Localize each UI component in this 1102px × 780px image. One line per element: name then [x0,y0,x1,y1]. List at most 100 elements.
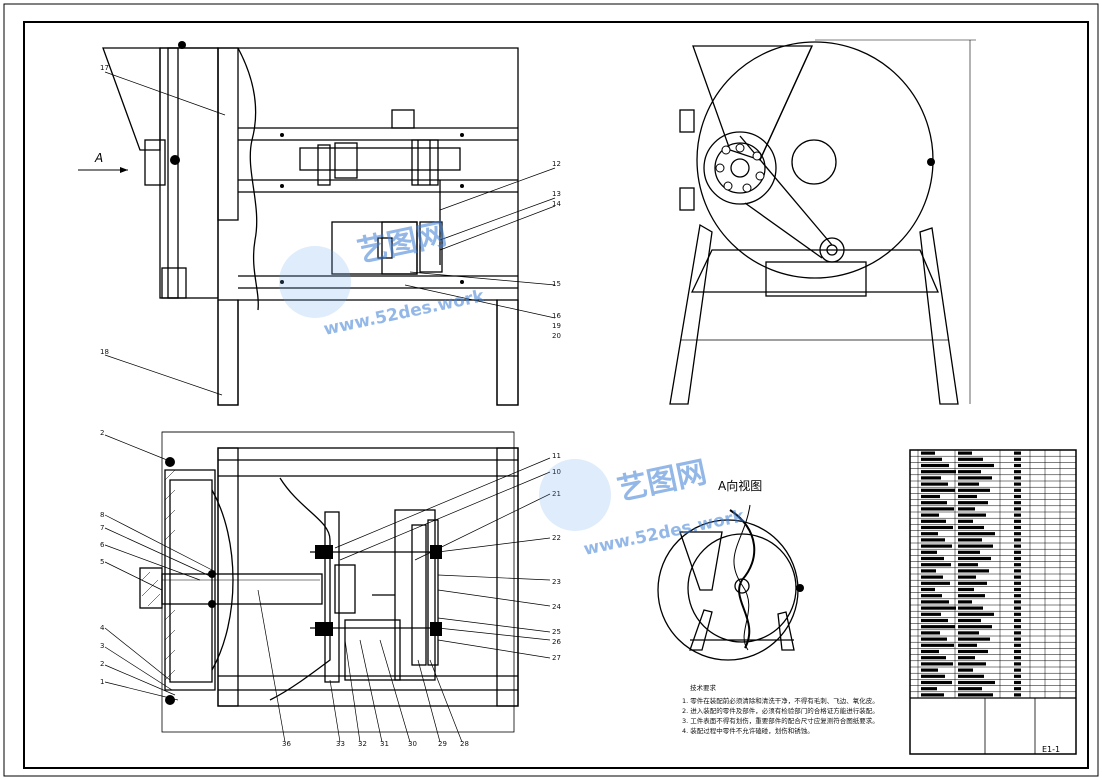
parts-list-entry [1014,618,1021,623]
parts-list-entry [1014,532,1021,536]
parts-list-entry [1014,494,1021,499]
parts-list-entry [921,470,956,474]
front-view-leaders [104,71,556,396]
parts-list-entry [1014,556,1021,561]
parts-list-entry [958,470,981,474]
parts-list-entry [958,451,972,455]
svg-text:33: 33 [336,740,345,748]
parts-list-entry [958,643,977,647]
parts-list-entry [1014,612,1021,616]
svg-text:24: 24 [552,603,561,611]
svg-text:11: 11 [552,452,561,460]
svg-text:3. 工件表面不得有划伤，重要部件的配合尺寸应复测符合图纸要: 3. 工件表面不得有划伤，重要部件的配合尺寸应复测符合图纸要求。 [682,716,879,725]
parts-list-entry [921,680,952,685]
svg-text:A: A [94,151,103,165]
parts-list-entry [921,476,941,480]
section-view-hatch [141,469,176,681]
parts-list-entry [958,550,980,554]
parts-list-entry [958,457,983,461]
parts-list-entry [921,538,945,542]
parts-list-entry [958,501,988,505]
parts-list-entry [958,668,973,672]
parts-list-entry [921,494,940,499]
parts-list-entry [958,525,984,530]
parts-list-entry [1014,687,1021,691]
parts-list-entry [921,625,955,629]
parts-list-entry [958,476,992,480]
parts-list-entry [958,488,990,492]
svg-text:13: 13 [552,190,561,198]
svg-text:4: 4 [100,624,105,632]
parts-list-entry [921,532,938,536]
parts-list-entry [1014,513,1021,517]
svg-text:32: 32 [358,740,367,748]
parts-list-entry [958,507,975,511]
svg-text:5: 5 [100,558,104,566]
parts-list-entry [958,563,978,567]
parts-list-entry [958,625,992,629]
parts-list-entry [921,463,949,468]
parts-list-entry [1014,569,1021,573]
parts-list-entry [921,513,939,517]
svg-text:27: 27 [552,654,561,662]
svg-text:18: 18 [100,348,109,356]
parts-list-entry [921,631,940,635]
parts-list-entry [958,649,988,654]
view-arrow-a: A [78,151,128,173]
parts-list-entry [1014,519,1021,523]
parts-list-entry [958,680,995,685]
svg-text:30: 30 [408,740,417,748]
svg-text:23: 23 [552,578,561,586]
parts-list-entry [1014,457,1021,461]
parts-list-entry [1014,674,1021,678]
parts-list-entry [958,494,977,499]
a-view-lug [796,584,804,592]
parts-list-entry [921,668,938,672]
parts-list-entry [921,482,948,486]
parts-list-entry [958,569,989,573]
svg-text:12: 12 [552,160,561,168]
svg-text:22: 22 [552,534,561,542]
parts-list-entry [921,643,954,647]
parts-list-entry [1014,600,1021,604]
parts-list-entry [1014,451,1021,455]
parts-list-entry [921,587,935,592]
svg-text:31: 31 [380,740,389,748]
svg-text:2: 2 [100,660,104,668]
svg-text:19: 19 [552,322,561,330]
parts-list-entry [1014,563,1021,567]
parts-list-entry [921,501,947,505]
parts-list-entry [921,507,954,511]
parts-list-entry [1014,507,1021,511]
svg-text:20: 20 [552,332,561,340]
front-view [102,47,519,406]
parts-list-entry [958,538,982,542]
parts-list-entry [1014,637,1021,641]
parts-list-entry [1014,643,1021,647]
parts-list-entry [1014,463,1021,468]
parts-list-entry [1014,538,1021,542]
parts-list-entry [921,550,937,554]
parts-list-entry [921,519,946,523]
svg-text:28: 28 [460,740,469,748]
parts-list-entry [921,662,953,666]
svg-text:8: 8 [100,511,104,519]
front-view-bolts [170,41,464,284]
svg-text:3: 3 [100,642,104,650]
parts-list-rows [921,451,1021,697]
parts-list-entry [1014,680,1021,685]
parts-list-entry [1014,525,1021,530]
svg-text:7: 7 [100,524,104,532]
parts-list-entry [1014,668,1021,672]
parts-list-entry [921,563,951,567]
parts-list-entry [958,618,981,623]
svg-text:技术要求: 技术要求 [690,683,717,692]
parts-list-entry [921,600,949,604]
parts-list-entry [921,637,947,641]
parts-list-entry [1014,550,1021,554]
parts-list-entry [958,575,976,579]
parts-list-entry [1014,656,1021,660]
parts-list-entry [921,612,941,616]
svg-text:17: 17 [100,64,109,72]
